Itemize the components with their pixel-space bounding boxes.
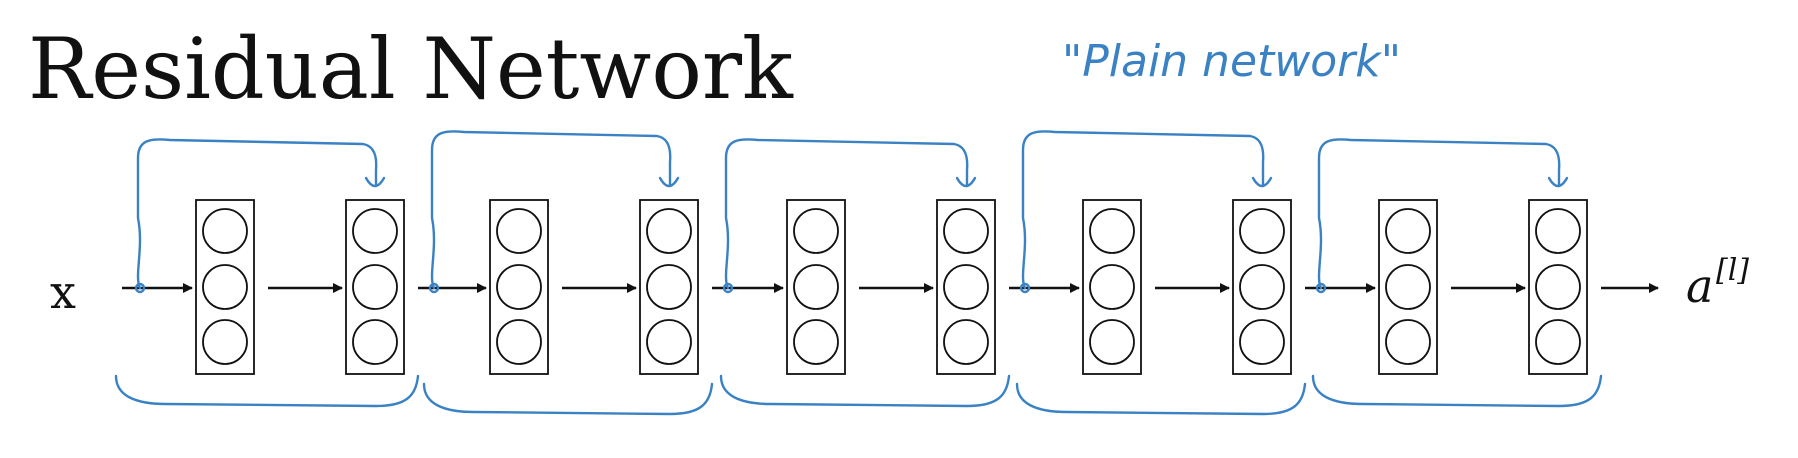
output-label-a: a [1686,259,1713,313]
neuron-3 [352,319,398,365]
block-brace-5 [1311,374,1603,408]
plain-network-annotation: "Plain network" [1062,36,1401,87]
neuron-1 [1535,208,1581,254]
layer-10 [1528,199,1588,375]
block-brace-3 [719,374,1011,408]
skip-connections [134,130,1569,294]
layer-2 [345,199,405,375]
skip-connection-4 [1019,130,1273,294]
skip-origin-dot [428,282,440,294]
layer-box [195,199,255,375]
neuron-2 [202,264,248,310]
layer-6 [936,199,996,375]
layer-7 [1082,199,1142,375]
neuron-1 [1385,208,1431,254]
skip-origin-dot [722,282,734,294]
skip-arrowhead [1547,176,1569,188]
neuron-1 [793,208,839,254]
skip-connection-path [724,138,969,290]
layer-box [936,199,996,375]
neuron-1 [1239,208,1285,254]
neuron-3 [646,319,692,365]
neuron-2 [793,264,839,310]
layer-8 [1232,199,1292,375]
output-label: a [l] [1686,253,1749,313]
neuron-2 [646,264,692,310]
skip-connection-2 [428,130,680,294]
neuron-3 [202,319,248,365]
block-brace-4 [1015,382,1307,416]
neuron-3 [1239,319,1285,365]
skip-connection-5 [1315,138,1569,294]
layer-box [489,199,549,375]
layer-box [345,199,405,375]
network-layers [195,199,1588,375]
slide-title: Residual Network [28,20,794,118]
layer-box [1528,199,1588,375]
neuron-3 [943,319,989,365]
neuron-2 [1239,264,1285,310]
skip-arrowhead [364,176,386,188]
skip-connection-path [1317,138,1561,290]
skip-origin-dot [1315,282,1327,294]
skip-arrowhead [1251,176,1273,188]
input-label-x: x [50,265,76,319]
neuron-1 [1089,208,1135,254]
neuron-1 [496,208,542,254]
skip-arrowhead [658,176,680,188]
neuron-2 [1385,264,1431,310]
skip-connection-path [1021,130,1265,290]
output-label-superscript: [l] [1716,253,1749,288]
block-brace-2 [422,382,714,416]
neuron-2 [1089,264,1135,310]
neuron-1 [646,208,692,254]
layer-3 [489,199,549,375]
skip-connection-3 [722,138,977,294]
layer-box [1082,199,1142,375]
skip-connection-1 [134,138,386,294]
neuron-1 [352,208,398,254]
skip-connection-path [136,138,378,290]
layer-4 [639,199,699,375]
layer-box [1378,199,1438,375]
layer-box [786,199,846,375]
neuron-2 [496,264,542,310]
layer-box [639,199,699,375]
layer-1 [195,199,255,375]
skip-connection-path [430,130,672,290]
neuron-3 [1089,319,1135,365]
skip-arrowhead [955,176,977,188]
neuron-1 [202,208,248,254]
layer-box [1232,199,1292,375]
block-brace-1 [114,374,420,408]
block-braces [114,374,1603,416]
neuron-3 [1535,319,1581,365]
skip-origin-dot [134,282,146,294]
neuron-3 [793,319,839,365]
neuron-2 [1535,264,1581,310]
neuron-2 [943,264,989,310]
layer-5 [786,199,846,375]
neuron-3 [496,319,542,365]
neuron-1 [943,208,989,254]
layer-9 [1378,199,1438,375]
skip-origin-dot [1019,282,1031,294]
neuron-3 [1385,319,1431,365]
neuron-2 [352,264,398,310]
